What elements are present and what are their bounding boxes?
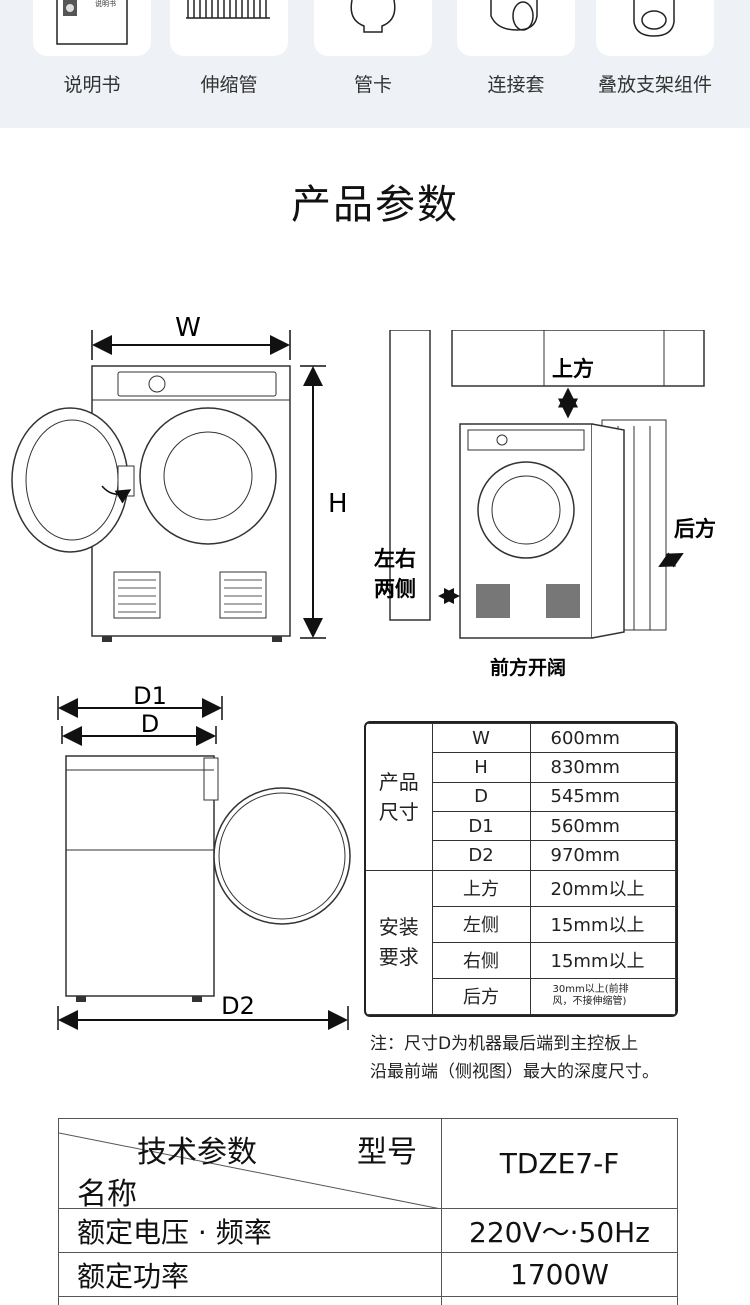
spec-key: 后方 [431, 977, 531, 1015]
spec-value: 600mm [529, 723, 676, 754]
spec-value: 20mm以上 [529, 869, 676, 907]
spec-value-line1: 30mm以上(前排 [552, 984, 629, 996]
telescopic-hose-icon [186, 0, 270, 19]
spec-row: 右侧 15mm以上 [366, 941, 676, 979]
tech-row-name: 额定功率 [58, 1252, 442, 1297]
install-clearance-diagram: 上方 左右 两侧 后方 前方开阔 [374, 330, 716, 679]
tech-row-value: 220V～·50Hz [441, 1208, 678, 1253]
manual-icon: 说明书 [56, 0, 128, 45]
install-label-sides-1: 左右 [374, 547, 416, 571]
spec-key: D [431, 781, 531, 813]
accessory-card-pipe-clip [314, 0, 432, 56]
spec-value: 545mm [529, 781, 676, 813]
accessory-card-manual: 说明书 [33, 0, 151, 56]
tech-row-name: 额定电压 · 频率 [58, 1208, 442, 1253]
spec-key: 上方 [431, 869, 531, 907]
accessory-label-bracket: 叠放支架组件 [597, 74, 712, 96]
spec-row: 安装 要求 上方 20mm以上 [366, 869, 676, 1015]
spec-key: D2 [431, 840, 531, 871]
header-model: 型号 [357, 1135, 417, 1170]
install-label-sides-2: 两侧 [374, 577, 416, 601]
stacking-bracket-icon [633, 0, 675, 37]
tech-header-row: 技术参数 型号 名称 TDZE7-F [58, 1118, 678, 1212]
spec-row: 产品 尺寸 W 600mm [366, 723, 676, 871]
accessory-label-hose: 伸缩管 [200, 74, 258, 96]
spec-value-line2: 风，不接伸缩管) [552, 996, 627, 1008]
spec-value: 560mm [529, 811, 676, 842]
install-label-top: 上方 [552, 357, 594, 381]
spec-key: 左侧 [431, 905, 531, 943]
tech-row: 额定电压 · 频率 220V～·50Hz [58, 1208, 678, 1253]
install-label-back: 后方 [674, 517, 716, 541]
spec-value: 830mm [529, 752, 676, 783]
spec-key: D1 [431, 811, 531, 842]
spec-row: D2 970mm [366, 840, 676, 871]
connector-sleeve-icon [490, 0, 538, 31]
manual-cover-text: 说明书 [95, 0, 116, 8]
dim-label-w: W [175, 313, 201, 343]
note-line2: 沿最前端（侧视图）最大的深度尺寸。 [370, 1062, 659, 1082]
accessory-card-connector [457, 0, 575, 56]
spec-row: D 545mm [366, 781, 676, 813]
pipe-clip-icon [350, 0, 396, 33]
dimension-spec-table: 产品 尺寸 W 600mm H 830mm D 545mm D1 560mm D… [364, 721, 678, 1017]
tech-params-table: 技术参数 型号 名称 TDZE7-F 额定电压 · 频率 220V～·50Hz … [58, 1118, 678, 1305]
accessory-label-connector: 连接套 [487, 74, 545, 96]
accessory-label-pipe-clip: 管卡 [353, 74, 392, 96]
spec-value: 15mm以上 [529, 941, 676, 979]
side-view-diagram: D1 D D2 [57, 682, 351, 1030]
size-group-line2: 尺寸 [378, 799, 419, 824]
spec-row: H 830mm [366, 752, 676, 783]
spec-value: 970mm [529, 840, 676, 871]
header-diagonal [59, 1132, 441, 1209]
spec-key: H [431, 752, 531, 783]
dim-label-h: H [328, 489, 348, 519]
note-line1: 注：尺寸D为机器最后端到主控板上 [370, 1034, 639, 1054]
header-params: 技术参数 [137, 1135, 257, 1170]
spec-key: 右侧 [431, 941, 531, 979]
dim-label-d2: D2 [221, 992, 255, 1020]
install-label-front: 前方开阔 [490, 656, 566, 679]
install-group-line2: 要求 [378, 945, 419, 970]
tech-row: 额定功率 1700W [58, 1252, 678, 1297]
accessory-label-manual: 说明书 [63, 74, 121, 96]
accessory-card-bracket [596, 0, 714, 56]
install-group-cell: 安装 要求 [366, 869, 433, 1015]
size-group-cell: 产品 尺寸 [366, 723, 433, 871]
spec-key: W [431, 723, 531, 754]
header-name: 名称 [77, 1177, 137, 1212]
front-view-diagram: W H [11, 313, 348, 642]
spec-row: 左侧 15mm以上 [366, 905, 676, 943]
tech-row-value: 10A [441, 1296, 678, 1305]
accessory-card-hose [170, 0, 288, 56]
tech-row: 最大电流 10A [58, 1296, 678, 1305]
model-value: TDZE7-F [441, 1118, 678, 1209]
tech-row-value: 1700W [441, 1252, 678, 1297]
dim-label-d: D [141, 710, 159, 738]
spec-value: 15mm以上 [529, 905, 676, 943]
spec-row: 后方 30mm以上(前排 风，不接伸缩管) [366, 977, 676, 1015]
dim-label-d1: D1 [133, 682, 167, 710]
tech-header-cell: 技术参数 型号 名称 [58, 1118, 442, 1212]
dimension-note: 注：尺寸D为机器最后端到主控板上 沿最前端（侧视图）最大的深度尺寸。 [370, 1030, 700, 1086]
install-group-line1: 安装 [378, 915, 419, 940]
section-title: 产品参数 [291, 182, 459, 228]
size-group-line1: 产品 [378, 769, 419, 794]
spec-value: 30mm以上(前排 风，不接伸缩管) [529, 977, 676, 1015]
tech-row-name: 最大电流 [58, 1296, 442, 1305]
accessories-strip: 说明书 [0, 0, 750, 128]
